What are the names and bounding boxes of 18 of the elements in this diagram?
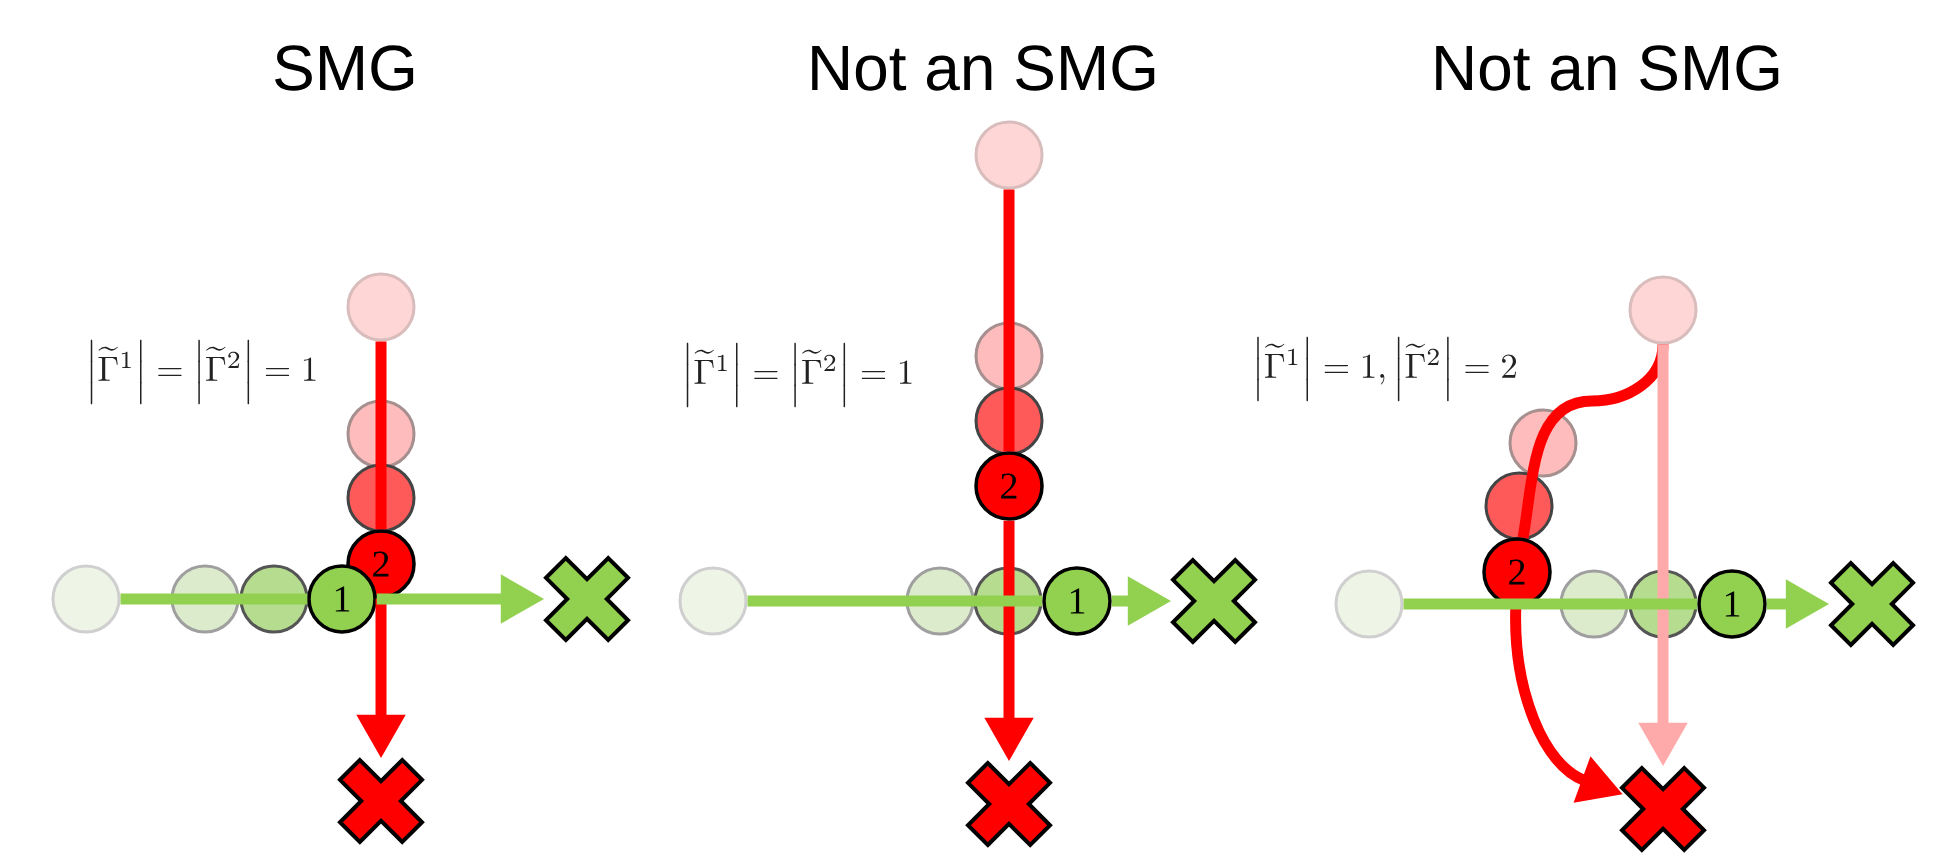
start-circle	[346, 272, 416, 342]
panel-title: SMG	[275, 45, 414, 91]
goal-cross	[337, 757, 425, 845]
panel-title: Not an SMG	[1436, 45, 1779, 91]
start-circle	[51, 564, 121, 634]
panel-title: Not an SMG	[812, 45, 1155, 91]
start-circle	[974, 120, 1044, 190]
goal-cross	[965, 760, 1053, 848]
formula: $\left|\widetilde{\Gamma}^1\right| = \left|\widetilde{\Gamma}^2\right| = 1$	[90, 339, 316, 405]
goal-cross	[1619, 765, 1707, 853]
goal-cross	[1828, 560, 1916, 648]
goal-cross	[1170, 557, 1258, 645]
formula: $\left|\widetilde{\Gamma}^1\right| = 1, \left|\widetilde{\Gamma}^2\right| = 2$	[1257, 336, 1517, 402]
goal-cross	[543, 555, 631, 643]
formula: $\left|\widetilde{\Gamma}^1\right| = \left|\widetilde{\Gamma}^2\right| = 1$	[686, 342, 912, 408]
start-circle	[1334, 569, 1404, 639]
start-circle	[1628, 275, 1698, 345]
start-circle	[678, 566, 748, 636]
